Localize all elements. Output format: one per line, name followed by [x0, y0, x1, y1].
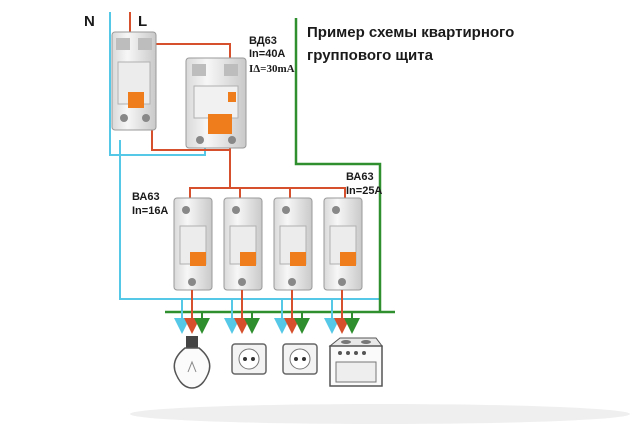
lamp-icon [173, 336, 211, 389]
diagram-title-line1: Пример схемы квартирного [307, 24, 514, 41]
group-breaker-4 [323, 197, 363, 291]
rcd-rating-label: In=40A [249, 48, 285, 60]
floor-shadow [130, 404, 630, 424]
ground-wires [165, 18, 395, 314]
neutral-label: N [84, 13, 95, 30]
rcd-device [185, 57, 247, 149]
rcd-model-label: ВД63 [249, 35, 277, 47]
socket-icon [231, 343, 267, 375]
socket-icon [282, 343, 318, 375]
breaker-left-model: ВА63 [132, 191, 160, 203]
load-arrows [174, 290, 360, 334]
diagram-title-line2: группового щита [307, 47, 434, 64]
group-breaker-1 [173, 197, 213, 291]
breaker-right-model: ВА63 [346, 171, 374, 183]
input-breaker [111, 31, 157, 131]
stove-icon [328, 337, 383, 387]
rcd-leakage-label: IΔ=30mA [249, 63, 295, 75]
group-breaker-3 [273, 197, 313, 291]
group-breaker-2 [223, 197, 263, 291]
breaker-right-rating: In=25A [346, 185, 382, 197]
phase-label: L [138, 13, 147, 30]
breaker-left-rating: In=16A [132, 205, 168, 217]
